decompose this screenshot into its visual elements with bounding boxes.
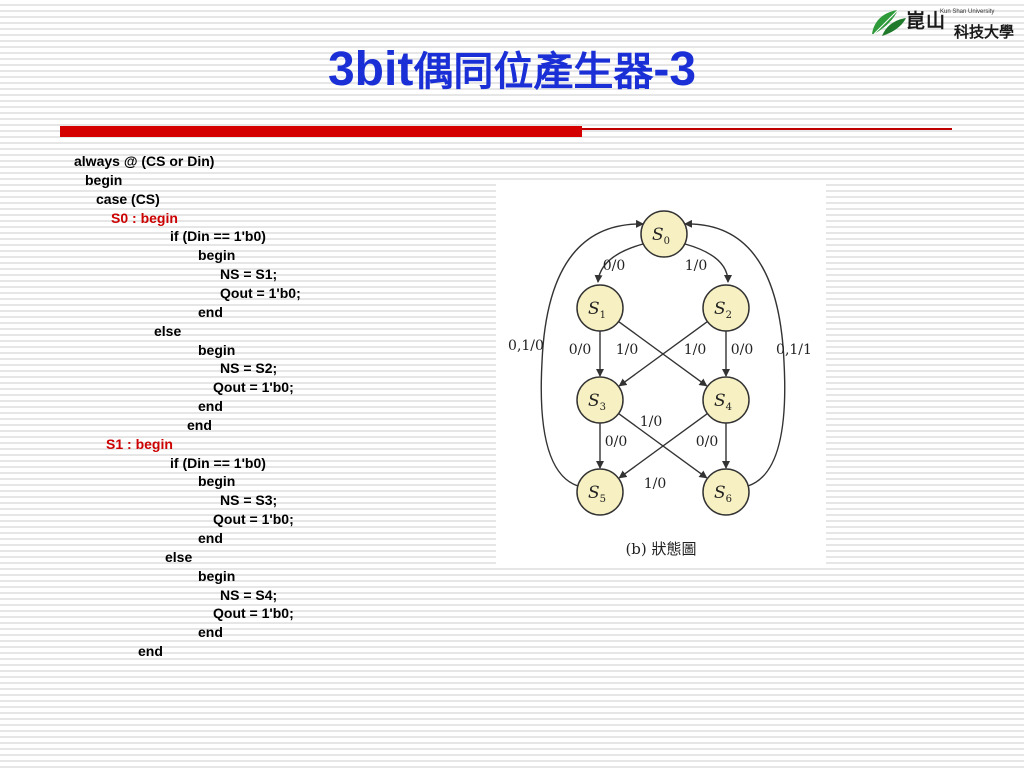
leaf-logo-icon — [872, 9, 906, 36]
code-line: begin — [85, 171, 123, 188]
transition-label: 0/0 — [731, 342, 754, 358]
diagram-caption: (b) 狀態圖 — [625, 540, 696, 558]
code-line: Qout = 1'b0; — [220, 284, 301, 301]
state-node — [576, 376, 624, 424]
title-cjk: 偶同位產生器 — [413, 48, 654, 95]
transition-arrow — [618, 412, 708, 479]
state-subscript: 1 — [600, 310, 606, 321]
code-line: begin — [198, 567, 236, 584]
title-accent-bar — [60, 126, 582, 137]
code-line: end — [198, 303, 223, 320]
state-subscript: 6 — [726, 494, 732, 505]
transition-label: 1/0 — [684, 342, 707, 358]
transition-label: 0,1/0 — [508, 338, 544, 354]
transition-label: 0/0 — [605, 434, 628, 450]
page-title: 3bit偶同位產生器-3 — [0, 40, 1024, 102]
transition-arrow — [618, 320, 708, 387]
state-node — [702, 376, 750, 424]
transition-label: 1/0 — [644, 476, 667, 492]
transition-label: 0/0 — [569, 342, 592, 358]
code-line: case (CS) — [96, 190, 160, 207]
code-line: begin — [198, 341, 236, 358]
transition-arrow — [594, 243, 644, 283]
title-latin: 3bit — [327, 43, 414, 96]
state-subscript: 0 — [664, 236, 670, 247]
transition-label: 0/0 — [603, 258, 626, 274]
logo-subtitle: 科技大學 — [954, 23, 1015, 41]
code-line: if (Din == 1'b0) — [170, 454, 266, 471]
code-line: end — [138, 643, 163, 660]
state-node — [576, 468, 624, 516]
code-line: end — [187, 416, 212, 433]
transition-label: 0,1/1 — [776, 342, 812, 358]
university-logo: 崑山 Kun Shan University 科技大學 — [868, 2, 1016, 42]
code-line: end — [198, 398, 223, 415]
transition-label: 1/0 — [685, 258, 708, 274]
logo-english: Kun Shan University — [940, 9, 995, 15]
code-line: if (Din == 1'b0) — [170, 228, 266, 245]
transition-arrow — [684, 219, 786, 487]
title-divider-line — [582, 128, 952, 130]
code-line: Qout = 1'b0; — [213, 511, 294, 528]
code-line: NS = S1; — [220, 266, 278, 283]
code-line: always @ (CS or Din) — [74, 153, 215, 169]
code-line: NS = S4; — [220, 586, 278, 603]
state-node — [640, 210, 688, 258]
state-subscript: 2 — [726, 310, 732, 321]
code-line: S1 : begin — [106, 435, 173, 452]
code-line: end — [198, 624, 223, 641]
state-node — [576, 284, 624, 332]
code-line: Qout = 1'b0; — [213, 605, 294, 622]
state-node — [702, 468, 750, 516]
code-line: begin — [198, 473, 236, 490]
code-line: NS = S3; — [220, 492, 278, 509]
transition-arrow — [684, 243, 732, 283]
code-line: begin — [198, 247, 236, 264]
title-suffix: -3 — [653, 43, 697, 96]
state-subscript: 4 — [726, 402, 732, 413]
state-subscript: 3 — [600, 402, 606, 413]
code-line: else — [165, 548, 193, 565]
code-line: Qout = 1'b0; — [213, 379, 294, 396]
logo-name: 崑山 — [906, 10, 947, 32]
code-line: NS = S2; — [220, 360, 278, 377]
code-line: else — [154, 322, 182, 339]
state-subscript: 5 — [600, 494, 606, 505]
transition-label: 0/0 — [696, 434, 719, 450]
code-line: end — [198, 530, 223, 546]
code-line: S0 : begin — [111, 209, 178, 226]
transition-label: 1/0 — [640, 414, 663, 430]
transition-arrow — [540, 219, 644, 487]
transition-label: 1/0 — [616, 342, 639, 358]
state-node — [702, 284, 750, 332]
